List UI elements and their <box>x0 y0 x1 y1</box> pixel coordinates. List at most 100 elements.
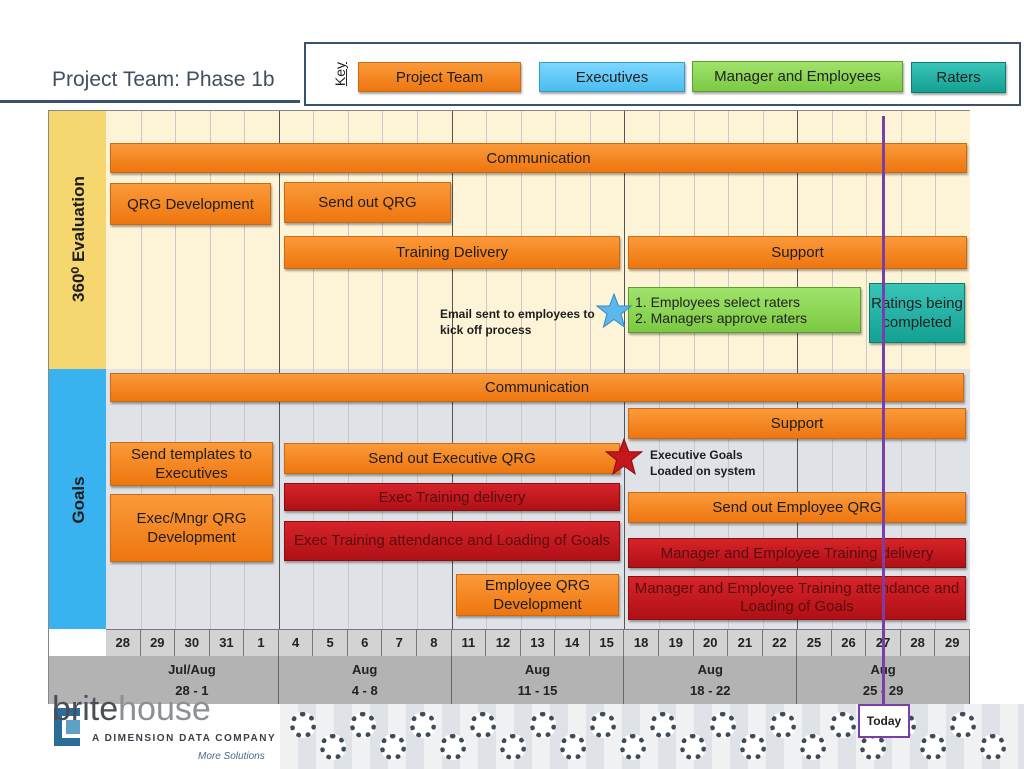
grid-line <box>417 111 419 629</box>
day-cell: 31 <box>210 629 245 656</box>
day-cell: 29 <box>141 629 176 656</box>
day-cell: 26 <box>832 629 867 656</box>
logo-area <box>0 704 280 769</box>
gear-icon <box>860 734 886 760</box>
day-cell: 11 <box>452 629 487 656</box>
day-row <box>106 629 970 656</box>
week-range: 11 - 15 <box>517 683 558 698</box>
gear-icon <box>680 734 706 760</box>
eval-support-bar: Support <box>628 236 967 269</box>
ratings-being-completed-bar: Ratings being completed <box>869 283 965 343</box>
email-sent-note: Email sent to employees to kick off proc… <box>440 307 595 337</box>
gear-icon <box>290 712 316 738</box>
exec-training-attendance-bar: Exec Training attendance and Loading of … <box>284 521 620 561</box>
gear-icon <box>530 712 556 738</box>
goals-label: Goals <box>69 476 88 524</box>
brand-tagline: More Solutions <box>198 751 265 762</box>
day-cell: 6 <box>348 629 383 656</box>
grid-line <box>762 111 764 629</box>
exec-mngr-qrg-bar: Exec/Mngr QRG Development <box>110 494 273 562</box>
raters-selection-bar: 1. Employees select raters 2. Managers a… <box>628 287 861 333</box>
evaluation-band-label <box>49 111 106 369</box>
day-cell: 15 <box>590 629 625 656</box>
milestone-star-icon <box>596 293 632 329</box>
week-range: 4 - 8 <box>351 683 378 698</box>
title-underline <box>0 100 300 103</box>
gear-icon <box>980 734 1006 760</box>
employee-qrg-development-bar: Employee QRG Development <box>456 574 619 616</box>
today-label: Today <box>858 704 910 738</box>
key-label: Key <box>332 61 348 87</box>
gear-icon <box>320 734 346 760</box>
gear-icon <box>350 712 376 738</box>
send-exec-qrg-bar: Send out Executive QRG <box>284 443 620 474</box>
day-cell: 18 <box>624 629 659 656</box>
eval-communication-bar: Communication <box>110 143 967 173</box>
send-employee-qrg-bar: Send out Employee QRG <box>628 492 966 523</box>
day-cell: 7 <box>382 629 418 656</box>
gear-icon <box>410 712 436 738</box>
key-manager-employees: Manager and Employees <box>692 61 903 92</box>
week-month: Aug <box>697 662 723 677</box>
grid-line <box>175 111 177 629</box>
goals-support-bar: Support <box>628 408 966 439</box>
gear-icon <box>740 734 766 760</box>
raters-step-1: 1. Employees select raters <box>635 294 800 310</box>
grid-line <box>866 111 868 629</box>
week-range: 18 - 22 <box>690 683 731 698</box>
gear-icon <box>470 712 496 738</box>
week-row <box>49 656 970 704</box>
week-month: Jul/Aug <box>168 662 216 677</box>
mgr-emp-training-delivery-bar: Manager and Employee Training delivery <box>628 538 966 568</box>
day-cell: 22 <box>763 629 798 656</box>
week-month: Aug <box>524 662 551 677</box>
grid-line <box>589 111 591 629</box>
day-cell: 25 <box>797 629 832 656</box>
grid-line <box>382 111 384 629</box>
key-executives: Executives <box>539 62 685 92</box>
grid-line <box>313 111 315 629</box>
grid-line <box>900 111 902 629</box>
day-cell: 14 <box>555 629 590 656</box>
gear-icon <box>800 734 826 760</box>
grid-line <box>140 111 142 629</box>
gear-icon <box>650 712 676 738</box>
executive-milestone-star-icon <box>605 438 643 476</box>
day-cell: 21 <box>728 629 763 656</box>
brand-subtitle: A DIMENSION DATA COMPANY <box>92 733 277 744</box>
gear-icon <box>830 712 856 738</box>
key-raters: Raters <box>911 62 1006 93</box>
day-cell: 12 <box>486 629 521 656</box>
grid-line <box>624 111 626 629</box>
gear-icon <box>770 712 796 738</box>
day-cell: 4 <box>279 629 314 656</box>
goals-communication-bar: Communication <box>110 373 964 402</box>
grid-line <box>244 111 246 629</box>
grid-line <box>555 111 557 629</box>
britehouse-logo-icon <box>54 708 80 746</box>
exec-training-delivery-bar: Exec Training delivery <box>284 483 620 511</box>
grid-line <box>486 111 488 629</box>
gear-icon <box>500 734 526 760</box>
training-delivery-bar: Training Delivery <box>284 236 620 269</box>
gear-icon <box>380 734 406 760</box>
grid-line <box>347 111 349 629</box>
gear-icon <box>590 712 616 738</box>
today-marker-line <box>882 116 885 710</box>
evaluation-label: 360⁰ Evaluation <box>69 176 88 302</box>
gear-icon <box>440 734 466 760</box>
gear-icon <box>560 734 586 760</box>
day-cell: 8 <box>417 629 452 656</box>
day-cell: 19 <box>659 629 694 656</box>
raters-step-2: 2. Managers approve raters <box>635 310 807 326</box>
week-cell: Aug 11 - 15 <box>452 656 625 704</box>
day-cell: 20 <box>694 629 729 656</box>
day-cell: 28 <box>901 629 936 656</box>
grid-line <box>693 111 695 629</box>
gear-icon <box>620 734 646 760</box>
key-project-team: Project Team <box>358 62 521 92</box>
week-cell: Aug 18 - 22 <box>624 656 798 704</box>
grid-line <box>451 111 453 629</box>
grid-line <box>797 111 799 629</box>
